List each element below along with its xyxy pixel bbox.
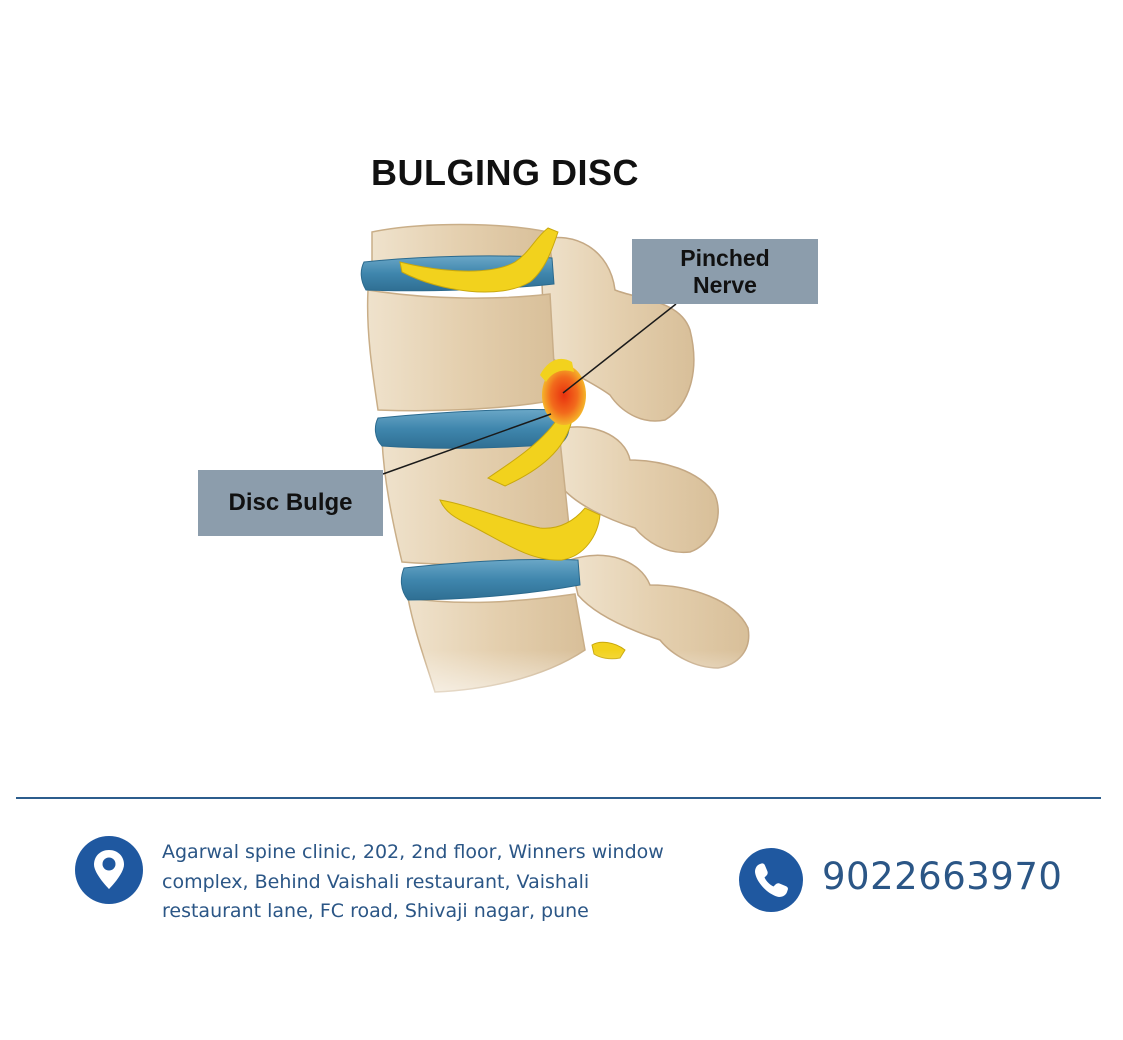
spinal-nerves (399, 227, 626, 660)
inflamed-nerve-icon (540, 358, 586, 425)
address-line: complex, Behind Vaishali restaurant, Vai… (162, 870, 590, 893)
disc-bulge-label: Disc Bulge (198, 470, 383, 536)
diagram-title: BULGING DISC (370, 152, 639, 193)
pinched-nerve-label-line1: Pinched (680, 244, 770, 271)
phone-number[interactable]: 9022663970 (822, 855, 1063, 898)
clinic-address: Agarwal spine clinic, 202, 2nd floor, Wi… (162, 838, 722, 927)
pinched-nerve-label-line2: Nerve (693, 271, 757, 298)
pinched-nerve-leader (562, 303, 677, 394)
phone-icon (739, 848, 803, 912)
disc-bulge-leader (382, 413, 552, 475)
location-pin-icon (75, 836, 143, 904)
address-line: restaurant lane, FC road, Shivaji nagar,… (162, 900, 589, 922)
footer-divider (16, 797, 1101, 799)
spine-illustration (360, 223, 780, 730)
address-line: Agarwal spine clinic, 202, 2nd floor, Wi… (162, 841, 664, 863)
pinched-nerve-label: Pinched Nerve (632, 239, 818, 304)
